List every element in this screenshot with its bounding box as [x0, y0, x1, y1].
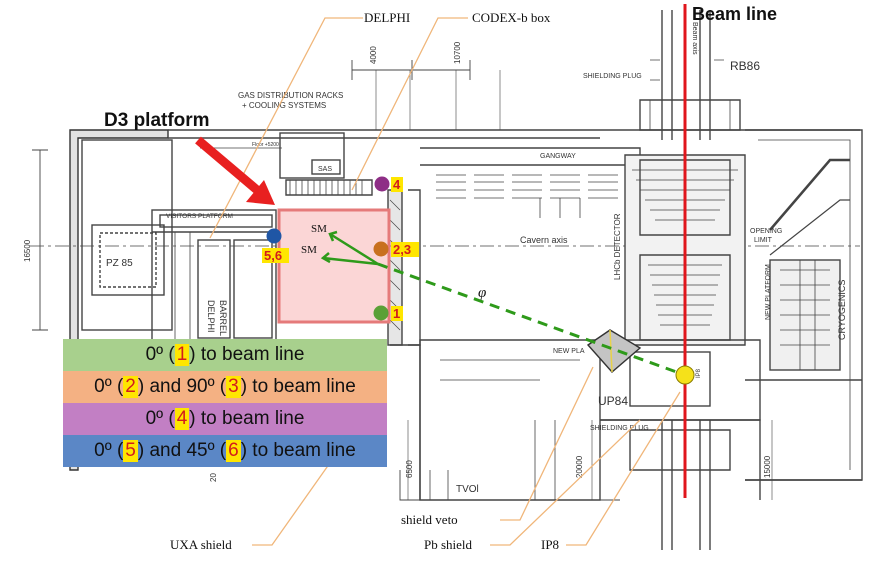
tvol-text: TVOl: [456, 484, 479, 495]
beam-axis-text: Beam axis: [691, 22, 698, 55]
visitors-platform-text: VISITORS PLATFORM: [166, 213, 233, 220]
ip8-label: IP8: [541, 537, 559, 552]
legend-row-3: 0º (4) to beam line: [63, 403, 387, 435]
legend-3-mid: ) to beam line: [189, 408, 305, 429]
new-platform-left-text: NEW PLA: [553, 348, 585, 355]
marker-2-3: [373, 241, 389, 257]
dim-10700-text: 10700: [453, 41, 462, 64]
dashed-line-to-ip8: [377, 262, 683, 376]
codex-b-box: [277, 208, 391, 324]
ip8-tag-text: IP8: [696, 368, 702, 378]
legend-2-n2: 3: [226, 376, 241, 398]
legend-2-mid: ) and 90º (: [137, 376, 227, 397]
legend-4-post: ) to beam line: [240, 440, 356, 461]
cavern-axis-text: Cavern axis: [520, 235, 568, 245]
marker-label-5-6: 5,6: [264, 248, 282, 263]
d3-platform-label: D3 platform: [104, 110, 210, 131]
marker-1: [373, 305, 389, 321]
legend-3-pre: 0º (: [145, 408, 175, 429]
beam-line-label: Beam line: [692, 4, 777, 24]
legend-4-mid: ) and 45º (: [137, 440, 227, 461]
legend-4-pre: 0º (: [94, 440, 124, 461]
floor-tag-text: Floor +5200: [252, 142, 279, 148]
legend-4-n2: 6: [226, 440, 241, 462]
legend-2-post: ) to beam line: [240, 376, 356, 397]
pz85-text: PZ 85: [106, 258, 133, 269]
legend-1-pre: 0º (: [145, 344, 175, 365]
phi-label: φ: [478, 285, 486, 301]
gangway-text: GANGWAY: [540, 153, 576, 160]
side-20-text: 20: [209, 473, 218, 482]
lhcb-detector-text: LHCb DETECTOR: [613, 213, 622, 280]
uxa-shield-leader: [252, 459, 333, 546]
drawing-annotations: GAS DISTRIBUTION RACKS + COOLING SYSTEMS…: [23, 22, 847, 495]
ip8-leader: [566, 391, 681, 546]
legend-2-pre: 0º (: [94, 376, 124, 397]
cavern-drawing: [30, 10, 863, 550]
sm-label-upper: SM: [311, 223, 327, 235]
dim-15000-text: 15000: [763, 455, 772, 478]
codex-box-leader: [351, 17, 468, 191]
sas-text: SAS: [318, 166, 332, 173]
gas-racks-text-2: + COOLING SYSTEMS: [242, 101, 326, 110]
legend-1-mid: ) to beam line: [189, 344, 305, 365]
ip8-marker: [675, 365, 695, 385]
sm-arrows: [320, 230, 379, 266]
pb-shield-leader: [490, 419, 641, 546]
dim-16500-text: 16500: [23, 239, 32, 262]
marker-label-2-3: 2,3: [393, 242, 411, 257]
up84-text: UP84: [598, 394, 628, 408]
sm-label-lower: SM: [301, 244, 317, 256]
marker-5-6: [266, 228, 282, 244]
shield-veto-leader: [500, 366, 594, 521]
marker-label-1: 1: [393, 306, 400, 321]
cryogenics-text: CRYOGENICS: [837, 280, 847, 340]
codex-box-label: CODEX-b box: [472, 10, 551, 25]
legend-1-n1: 1: [174, 344, 190, 366]
delphi-label: DELPHI: [364, 10, 410, 25]
delphi-barrel-text-2: BARREL: [218, 300, 228, 336]
new-platform-right-text: NEW PLATFORM: [765, 264, 772, 320]
legend-4-n1: 5: [123, 440, 138, 462]
dim-4000-text: 4000: [369, 46, 378, 64]
shielding-plug-bottom-text: SHIELDING PLUG: [590, 425, 649, 432]
leader-lines: [209, 17, 681, 546]
dim-20000-text: 20000: [575, 455, 584, 478]
uxa-shield-label: UXA shield: [170, 537, 232, 552]
shielding-plug-top-text: SHIELDING PLUG: [583, 73, 642, 80]
legend-row-2: 0º (2) and 90º (3) to beam line: [63, 371, 387, 403]
legend-row-1: 0º (1) to beam line: [63, 339, 387, 371]
legend-3-n1: 4: [174, 408, 190, 430]
marker-label-4: 4: [393, 177, 401, 192]
opening-limit-text-1: OPENING: [750, 228, 782, 235]
orientation-legend: 0º (1) to beam line 0º (2) and 90º (3) t…: [63, 339, 387, 467]
marker-labels: 4 2,3 1 5,6: [262, 177, 419, 321]
legend-2-n1: 2: [123, 376, 138, 398]
pb-shield-label: Pb shield: [424, 537, 473, 552]
rb86-text: RB86: [730, 59, 760, 73]
delphi-barrel-text-1: DELPHI: [206, 300, 216, 333]
d3-platform-arrow: [195, 136, 275, 205]
shield-veto-label: shield veto: [401, 512, 458, 527]
delphi-leader: [209, 17, 363, 239]
marker-4: [374, 176, 390, 192]
opening-limit-text-2: LIMIT: [754, 237, 773, 244]
legend-row-4: 0º (5) and 45º (6) to beam line: [63, 435, 387, 467]
gas-racks-text-1: GAS DISTRIBUTION RACKS: [238, 91, 343, 100]
dim-6500-text: 6500: [405, 460, 414, 478]
